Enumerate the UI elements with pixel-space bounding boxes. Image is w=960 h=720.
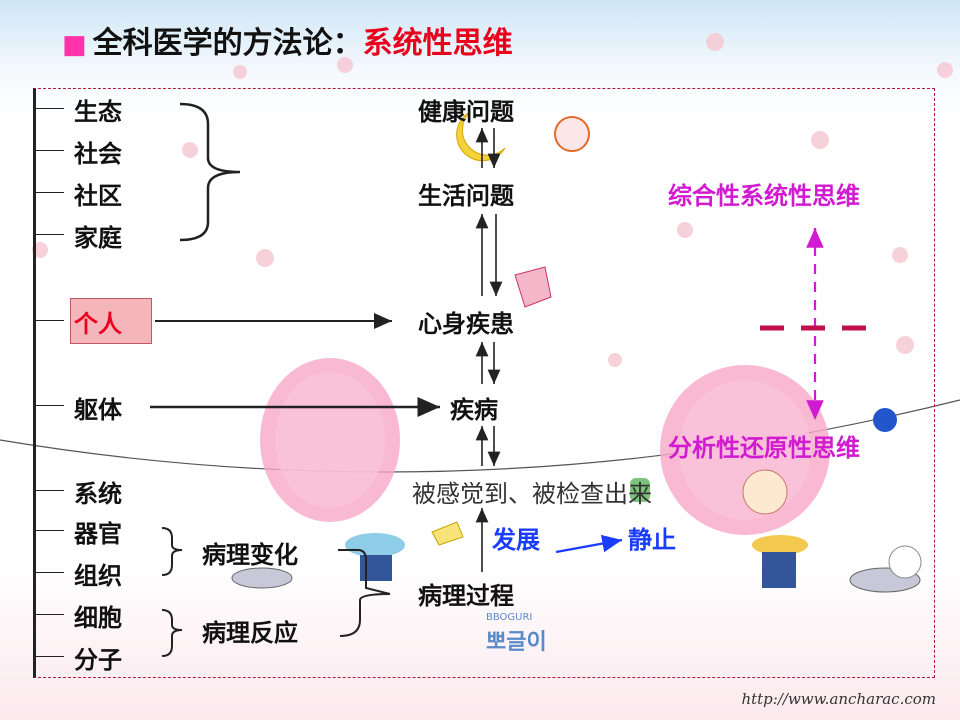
- level-molecule: 分子: [74, 646, 122, 674]
- person-highlight-box: [70, 298, 152, 344]
- pathology-process-label: 病理过程: [418, 582, 514, 610]
- title-highlight: 系统性思维: [362, 26, 513, 61]
- page-title: ■全科医学的方法论：系统性思维: [62, 18, 513, 62]
- pathology-change-label: 病理变化: [202, 541, 298, 569]
- axis-tick: [34, 530, 64, 531]
- level-cell: 细胞: [74, 604, 122, 632]
- brace-organ-tissue: [161, 527, 183, 576]
- diagram-frame: [33, 88, 935, 678]
- health-issue-label: 健康问题: [418, 98, 514, 126]
- disease-label: 疾病: [450, 396, 498, 424]
- brand-logo-text: 뽀글이: [486, 630, 547, 655]
- connector-change-to-process: [338, 549, 391, 595]
- pink-fluffy-character-right: [660, 365, 922, 593]
- title-prefix: 全科医学的方法论：: [92, 26, 363, 61]
- axis-tick: [34, 614, 64, 615]
- axis-tick: [34, 656, 64, 657]
- flower-decor: [32, 33, 953, 367]
- connector-reaction-to-process: [339, 593, 391, 637]
- level-family: 家庭: [74, 224, 122, 252]
- level-system: 系统: [74, 480, 122, 508]
- analytical-thinking-label: 分析性还原性思维: [668, 434, 860, 462]
- level-body: 躯体: [74, 396, 122, 424]
- moon-icon: [456, 111, 506, 162]
- brand-small-text: BBOGURI: [486, 612, 533, 623]
- brace-social: [179, 102, 241, 242]
- website-watermark: http://www.ancharac.com: [741, 690, 936, 708]
- pathology-reaction-label: 病理反应: [202, 619, 298, 647]
- static-label: 静止: [628, 526, 676, 554]
- axis-tick: [34, 108, 64, 109]
- develop-label: 发展: [492, 526, 540, 554]
- axis-tick: [34, 150, 64, 151]
- axis-tick: [34, 320, 64, 321]
- axis-tick: [34, 405, 64, 406]
- level-society: 社会: [74, 140, 122, 168]
- sun-icon: [554, 116, 590, 152]
- level-tissue: 组织: [74, 562, 122, 590]
- axis-tick: [34, 234, 64, 235]
- level-person: 个人: [74, 310, 122, 338]
- life-issue-label: 生活问题: [418, 182, 514, 210]
- integrative-thinking-label: 综合性系统性思维: [668, 182, 860, 210]
- axis-tick: [34, 490, 64, 491]
- axis-tick: [34, 572, 64, 573]
- level-community: 社区: [74, 182, 122, 210]
- axis-tick: [34, 192, 64, 193]
- psychosomatic-label: 心身疾患: [418, 310, 514, 338]
- brace-cell-molecule: [161, 609, 183, 657]
- title-bullet: ■: [62, 30, 87, 60]
- level-organ: 器官: [74, 520, 122, 548]
- arrow-develop-to-static: [555, 534, 623, 554]
- detected-label: 被感觉到、被检查出来: [412, 480, 652, 508]
- level-ecology: 生态: [74, 98, 122, 126]
